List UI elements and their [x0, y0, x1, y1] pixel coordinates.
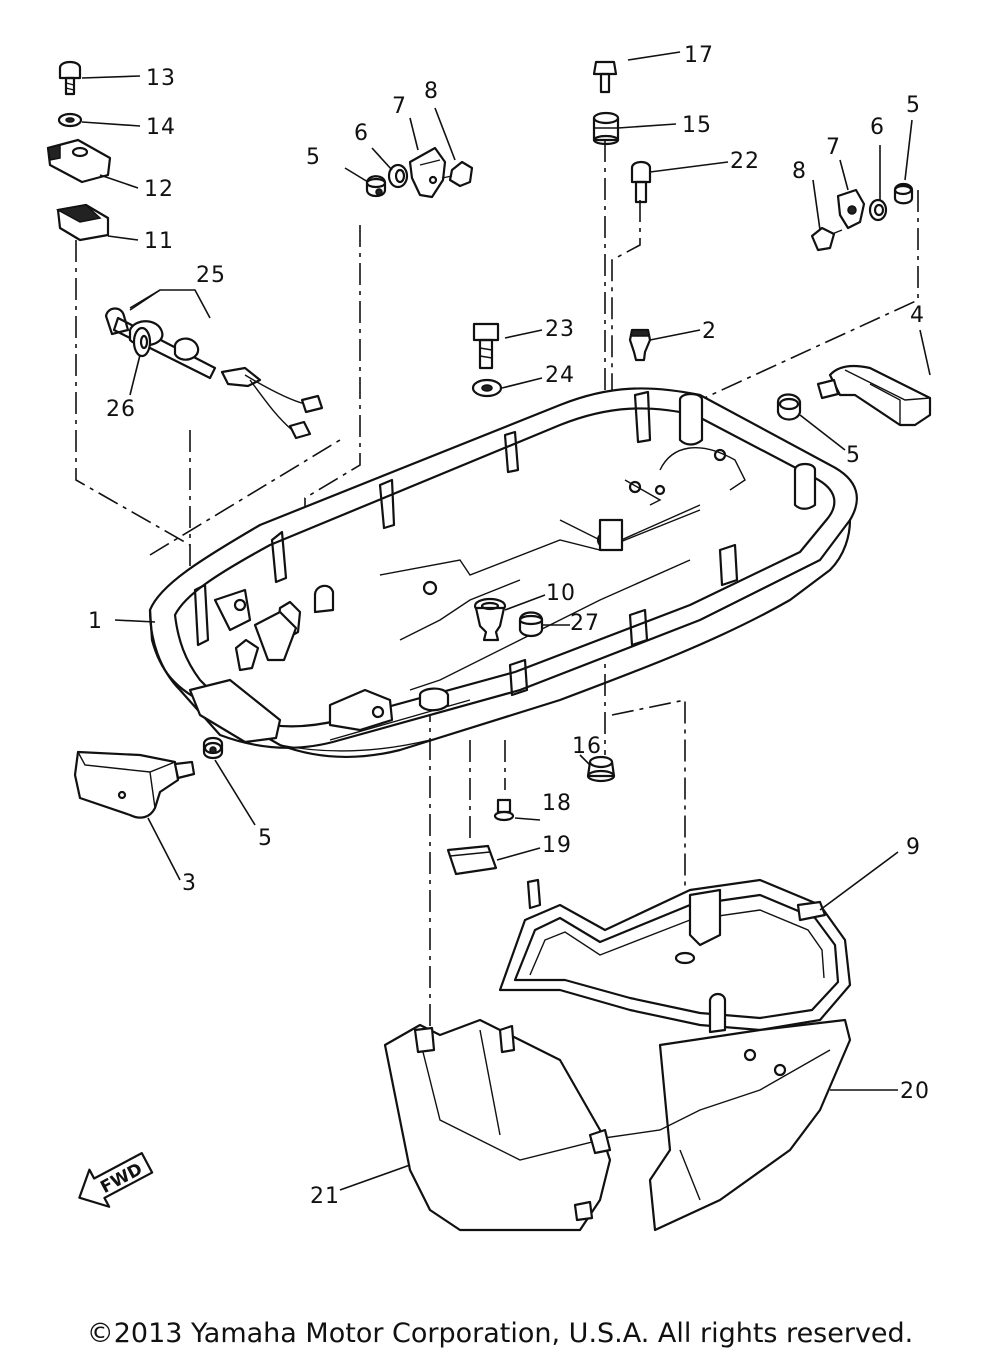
callout-5-left: 5 — [306, 145, 321, 170]
part-18-screw — [493, 798, 515, 822]
bottom-cowling — [148, 387, 858, 759]
part-23-bolt — [472, 322, 500, 370]
callout-3: 3 — [182, 871, 197, 896]
part-10-grommet — [473, 597, 507, 642]
callout-23: 23 — [545, 317, 575, 342]
callout-15: 15 — [682, 113, 712, 138]
part-11-cover — [55, 203, 110, 242]
part-27-cap — [518, 611, 544, 638]
callout-1: 1 — [88, 609, 103, 634]
callout-22: 22 — [730, 149, 760, 174]
callout-27: 27 — [570, 611, 600, 636]
part-2-grommet — [628, 328, 652, 362]
callout-8-right: 8 — [792, 159, 807, 184]
callout-9: 9 — [906, 835, 921, 860]
part-15-grommet — [592, 111, 620, 146]
callout-5-front: 5 — [258, 826, 273, 851]
callout-6-right: 6 — [870, 115, 885, 140]
fwd-arrow-icon: FWD — [78, 1152, 154, 1208]
part-25-shaft-assembly — [104, 307, 324, 440]
callout-7-right: 7 — [826, 135, 841, 160]
callout-20: 20 — [900, 1079, 930, 1104]
part-26-washer — [132, 326, 152, 358]
exploded-parts-diagram: 13 14 12 11 25 26 1 5 6 7 8 17 15 22 23 … — [46, 43, 932, 1232]
part-6-washers — [387, 163, 888, 222]
callout-6-left: 6 — [354, 121, 369, 146]
callout-4: 4 — [910, 303, 925, 328]
part-24-washer — [471, 378, 503, 398]
callout-8-left: 8 — [424, 79, 439, 104]
callout-10: 10 — [546, 581, 576, 606]
callout-14: 14 — [146, 115, 176, 140]
part-3-front-handle — [73, 750, 196, 819]
part-4-rear-handle — [816, 364, 932, 427]
callout-18: 18 — [542, 791, 572, 816]
copyright-notice: ©2013 Yamaha Motor Corporation, U.S.A. A… — [86, 1318, 914, 1349]
callout-19: 19 — [542, 833, 572, 858]
callout-17: 17 — [684, 43, 714, 68]
callout-leaders — [81, 51, 931, 1191]
part-13-bolt — [58, 60, 82, 96]
part-9-seal-frame — [498, 878, 852, 1034]
callout-16: 16 — [572, 734, 602, 759]
part-19-plug — [446, 844, 498, 876]
callout-12: 12 — [144, 177, 174, 202]
part-20-rear-lower-cover — [573, 1018, 852, 1232]
part-5-grommets — [202, 175, 914, 760]
part-17-bolt — [592, 60, 618, 94]
part-7-brackets — [408, 146, 866, 230]
callout-5-right-upper: 5 — [906, 93, 921, 118]
part-14-washer — [57, 112, 83, 128]
callout-26: 26 — [106, 397, 136, 422]
callout-24: 24 — [545, 363, 575, 388]
callout-25: 25 — [196, 263, 226, 288]
callout-numbers: 13 14 12 11 25 26 1 5 6 7 8 17 15 22 23 … — [88, 43, 930, 1209]
part-8-screws — [441, 160, 843, 252]
part-16-grommet — [586, 755, 616, 783]
callout-7-left: 7 — [392, 94, 407, 119]
callout-11: 11 — [144, 229, 174, 254]
callout-21: 21 — [310, 1184, 340, 1209]
part-21-front-lower-cover — [383, 1018, 612, 1232]
part-12-bracket — [46, 138, 112, 184]
callout-2: 2 — [702, 319, 717, 344]
callout-5-right-lower: 5 — [846, 443, 861, 468]
part-22-bolt — [630, 160, 652, 204]
callout-13: 13 — [146, 66, 176, 91]
